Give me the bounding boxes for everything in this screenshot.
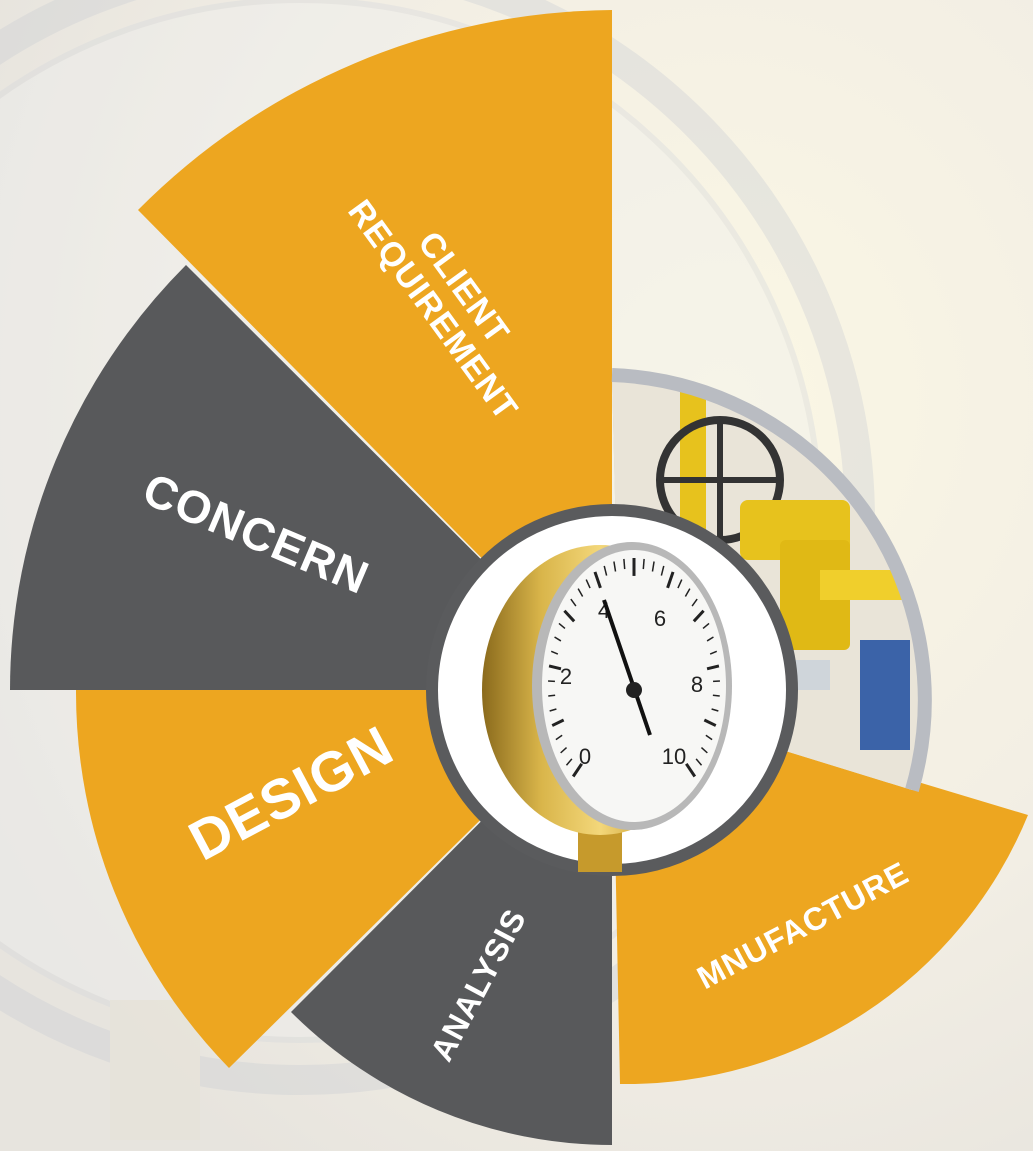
gauge-tick — [702, 622, 710, 630]
gauge-tick — [603, 565, 608, 576]
gauge-pivot — [626, 682, 642, 698]
gauge-label-2: 2 — [560, 664, 572, 689]
gauge-tick — [555, 734, 563, 741]
gauge-tick — [685, 763, 697, 778]
gauge-tick — [623, 558, 626, 570]
gauge-label-8: 8 — [691, 672, 703, 697]
gauge-label-0: 0 — [579, 744, 591, 769]
gauge-tick — [548, 664, 562, 671]
gauge-tick — [593, 571, 602, 589]
gauge-tick — [660, 565, 665, 576]
gauge-tick — [560, 746, 568, 754]
gauge-label-10: 10 — [662, 744, 686, 769]
gauge-tick — [550, 650, 559, 655]
gauge-tick — [706, 636, 714, 642]
gauge-tick — [585, 579, 591, 589]
gauge-tick — [703, 718, 717, 727]
gauge-label-6: 6 — [654, 606, 666, 631]
gauge-tick — [705, 734, 713, 741]
gauge-tick — [558, 622, 566, 630]
gauge-tick — [651, 561, 655, 572]
gauge-tick — [666, 571, 675, 589]
gauge-tick — [700, 746, 708, 754]
gauge-tick — [691, 598, 698, 607]
gauge-tick — [577, 588, 584, 597]
gauge-tick-marks — [548, 558, 720, 778]
gauge-tick — [565, 758, 573, 766]
gauge-tick — [563, 609, 576, 623]
gauge-tick — [613, 561, 617, 572]
gauge-tick — [692, 609, 705, 623]
gauge-tick — [554, 636, 562, 642]
gauge-tick — [549, 708, 557, 712]
gauge-tick — [706, 664, 720, 671]
gauge-tick — [570, 598, 577, 607]
gauge-needle — [602, 599, 652, 736]
gauge-tick — [551, 718, 565, 727]
segment-client-requirement — [138, 10, 612, 690]
gauge-tick — [695, 758, 703, 766]
gauge-tick — [677, 579, 683, 589]
gauge-tick — [709, 650, 718, 655]
gauge-tick — [712, 694, 720, 697]
gauge-tick — [711, 708, 719, 712]
gauge-tick — [548, 694, 556, 697]
gauge-tick — [642, 558, 645, 570]
pressure-gauge-icon: 0 2 4 6 8 10 — [482, 542, 732, 872]
gauge-tick — [684, 588, 691, 597]
gauge-tick — [571, 763, 583, 778]
